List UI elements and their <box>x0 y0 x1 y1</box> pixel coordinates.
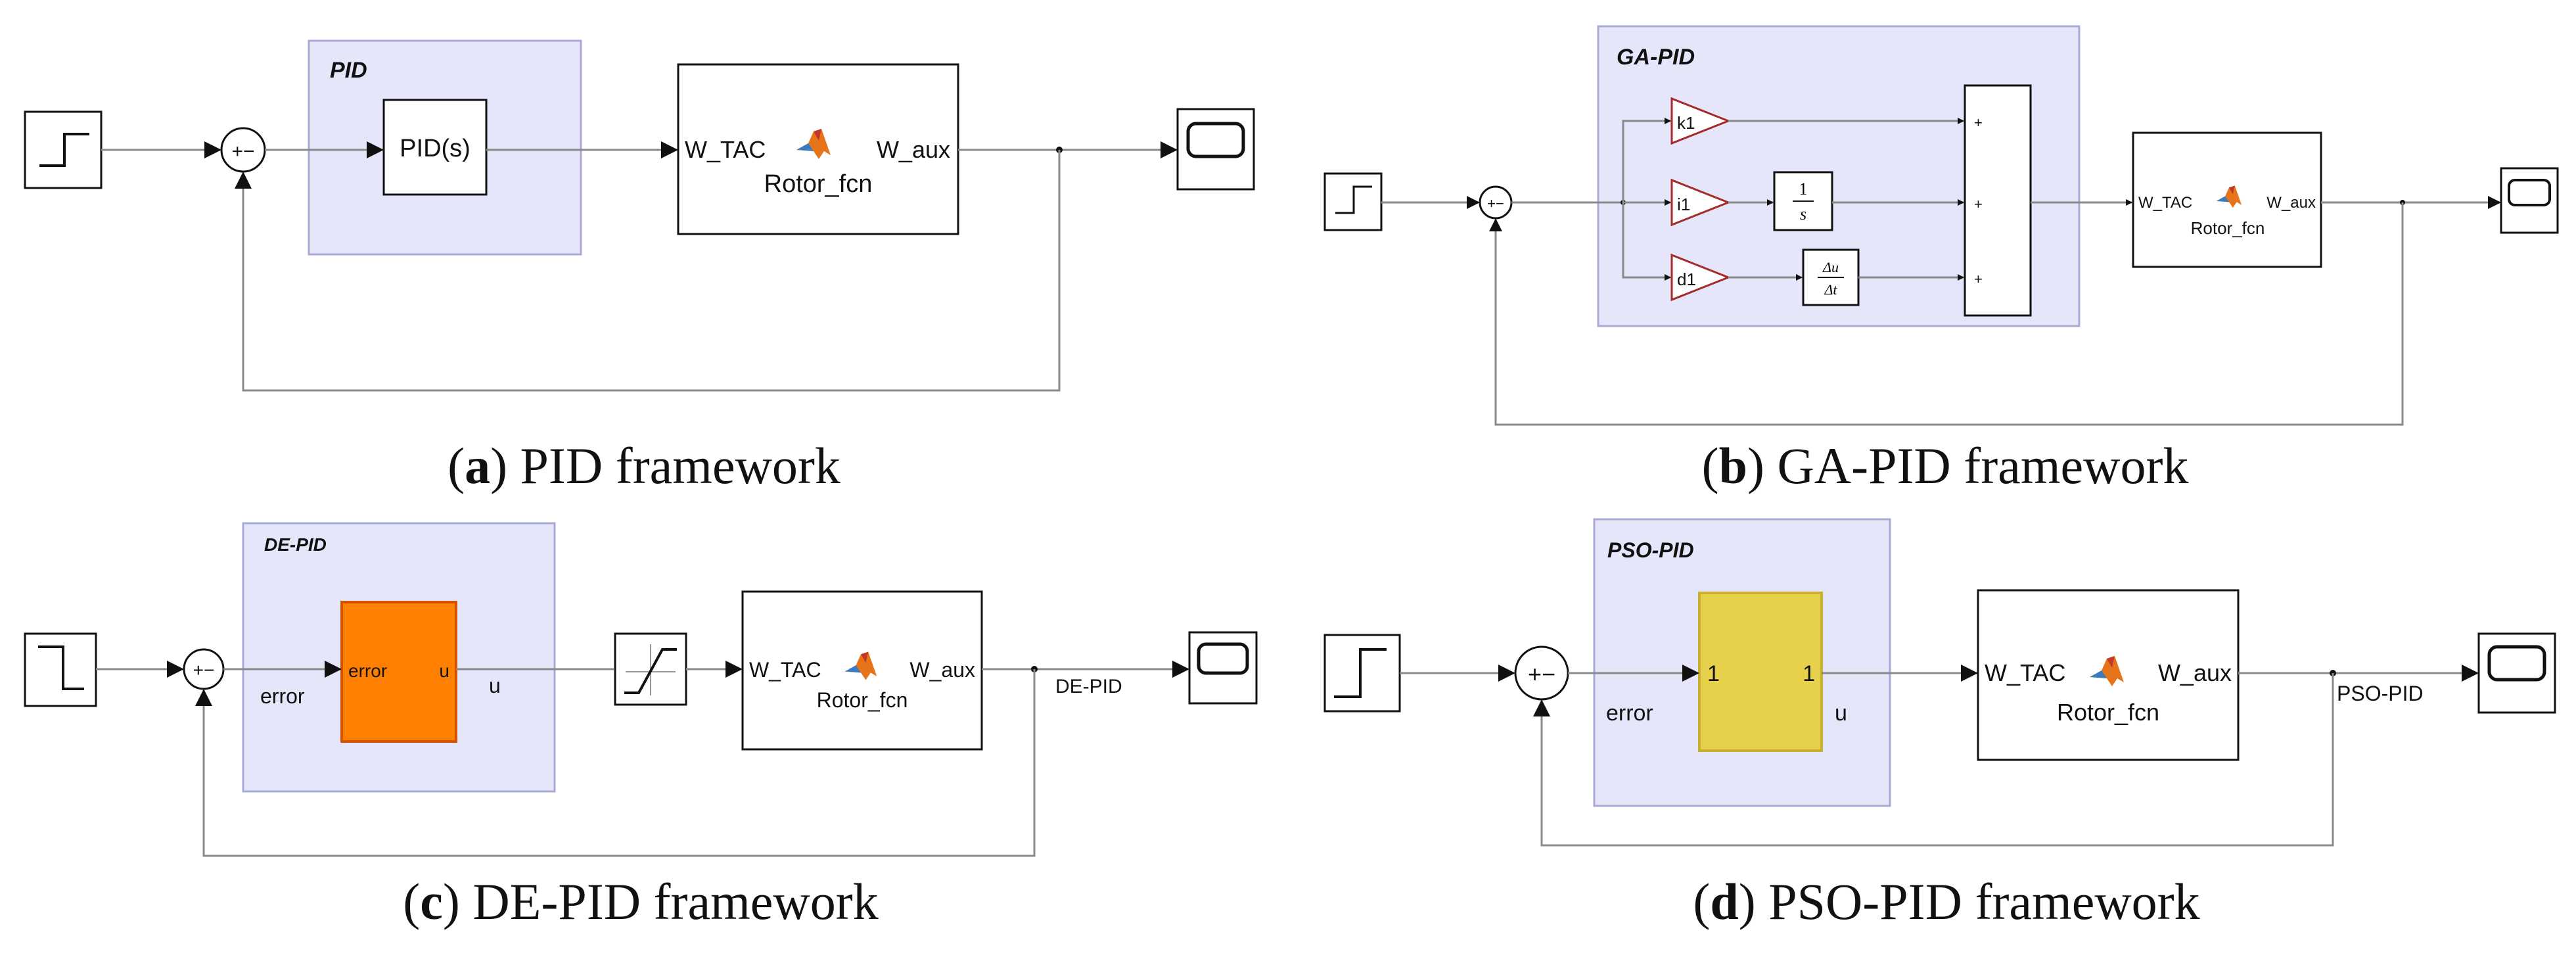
svg-text:+: + <box>1974 114 1983 131</box>
u-label: u <box>1835 701 1847 726</box>
caption-a: (a) PID framework <box>448 437 840 494</box>
gain-p: k1 <box>1677 113 1695 133</box>
derivative-block[interactable] <box>1802 248 1860 306</box>
sum-block[interactable] <box>1964 84 2032 317</box>
sum-signs: +− <box>1528 661 1555 688</box>
rotor-fcn-name: Rotor_fcn <box>764 170 873 198</box>
pid-block[interactable] <box>382 99 488 196</box>
feedback-wire <box>1489 202 2404 426</box>
svg-text:+: + <box>1974 196 1983 212</box>
svg-text:+: + <box>1974 271 1983 287</box>
sum-signs: +− <box>1487 195 1504 212</box>
de-controller-block[interactable] <box>340 601 457 743</box>
panel-c-de-pid: DE-PID +− error error u u W_TAC W_aux Ro… <box>24 522 1258 930</box>
pso-block-in: 1 <box>1707 661 1720 686</box>
svg-text:1: 1 <box>1799 179 1808 199</box>
rotor-fcn-name: Rotor_fcn <box>817 688 908 712</box>
gain-i: i1 <box>1677 195 1690 214</box>
pso-pid-subsystem-label: PSO-PID <box>1607 538 1694 562</box>
step-source-icon[interactable] <box>1323 634 1401 713</box>
rotor-in-port: W_TAC <box>1985 659 2065 686</box>
rotor-fcn-name: Rotor_fcn <box>2191 218 2265 238</box>
rotor-out-port: W_aux <box>877 136 950 163</box>
gain-triangle-icon[interactable] <box>1670 178 1732 227</box>
rotor-out-port: W_aux <box>2266 194 2316 212</box>
ga-pid-subsystem-label: GA-PID <box>1617 45 1695 70</box>
svg-text:Δu: Δu <box>1822 259 1839 275</box>
rotor-in-port: W_TAC <box>2138 194 2192 212</box>
sum-signs: +− <box>193 660 215 680</box>
signal-label: PSO-PID <box>2337 682 2424 705</box>
rotor-in-port: W_TAC <box>685 136 766 163</box>
feedback-wire <box>235 150 1061 392</box>
feedback-wire <box>1533 673 2334 847</box>
panel-b-ga-pid: GA-PID +− k1 i1 d1 1 s Δu Δt + + + W_TAC… <box>1323 25 2559 494</box>
signal-label: DE-PID <box>1055 676 1122 697</box>
de-block-out: u <box>439 661 449 681</box>
panel-d-pso-pid: PSO-PID +− error 1 1 u W_TAC W_aux Rotor… <box>1323 518 2556 930</box>
panel-a-pid: PID +− PID(s) W_TAC W_aux Rotor_fcn (a) … <box>24 39 1255 494</box>
pso-controller-block[interactable] <box>1698 592 1823 752</box>
rotor-out-port: W_aux <box>909 658 975 682</box>
feedback-wire <box>195 669 1036 857</box>
caption-c: (c) DE-PID framework <box>403 873 878 930</box>
rotor-in-port: W_TAC <box>749 658 821 682</box>
gain-triangle-icon[interactable] <box>1670 97 1732 145</box>
error-label: error <box>1606 701 1653 726</box>
sum-signs: +− <box>231 141 254 162</box>
error-label: error <box>260 684 305 708</box>
de-block-in: error <box>348 661 387 681</box>
svg-text:s: s <box>1800 204 1806 223</box>
rotor-fcn-name: Rotor_fcn <box>2057 699 2159 726</box>
caption-b: (b) GA-PID framework <box>1702 437 2189 494</box>
pso-block-out: 1 <box>1803 661 1815 686</box>
caption-d: (d) PSO-PID framework <box>1693 873 2199 930</box>
de-pid-subsystem-label: DE-PID <box>264 534 327 555</box>
gain-d: d1 <box>1677 270 1696 289</box>
rotor-out-port: W_aux <box>2158 659 2232 686</box>
svg-text:Δt: Δt <box>1824 281 1837 298</box>
gain-triangle-icon[interactable] <box>1670 253 1732 302</box>
pid-block-label: PID(s) <box>400 135 471 162</box>
u-label: u <box>489 674 501 697</box>
pid-subsystem-label: PID <box>330 58 367 83</box>
step-source-icon[interactable] <box>24 632 97 707</box>
